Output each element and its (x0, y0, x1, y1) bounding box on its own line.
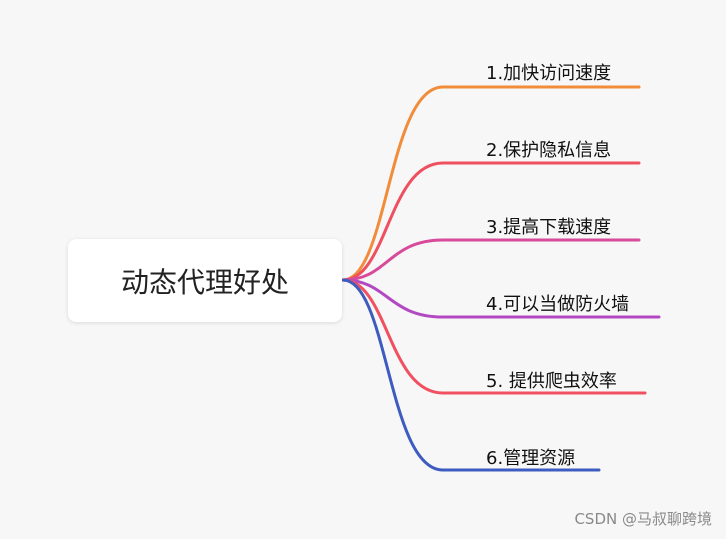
root-label: 动态代理好处 (120, 265, 289, 299)
watermark: CSDN @马叔聊跨境 (574, 510, 712, 528)
branch-label-4[interactable]: 4.可以当做防火墙 (486, 294, 630, 315)
branch-connector-1 (341, 85, 641, 282)
branch-connector-3 (341, 238, 641, 282)
branch-connector-5 (341, 278, 647, 395)
branch-connector-4 (341, 278, 661, 319)
branch-label-5[interactable]: 5. 提供爬虫效率 (486, 371, 617, 392)
branch-connector-2 (341, 161, 641, 282)
branch-label-1[interactable]: 1.加快访问速度 (486, 63, 612, 84)
branch-label-3[interactable]: 3.提高下载速度 (486, 217, 612, 238)
branch-label-6[interactable]: 6.管理资源 (486, 448, 576, 469)
branch-label-2[interactable]: 2.保护隐私信息 (486, 140, 612, 161)
branch-connector-6 (341, 278, 601, 472)
root-node[interactable]: 动态代理好处 (68, 239, 342, 322)
